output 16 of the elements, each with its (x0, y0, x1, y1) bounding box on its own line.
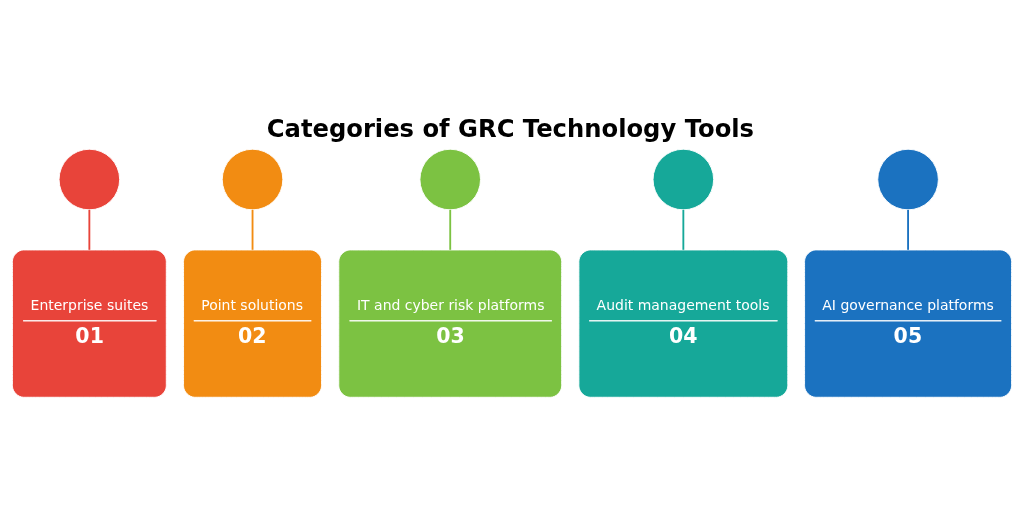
node-circle (652, 148, 715, 211)
node-circle (419, 148, 481, 211)
node-box: Audit management tools 04 (578, 249, 789, 398)
node-box: AI governance platforms 05 (804, 249, 1013, 398)
node-circle (58, 148, 121, 211)
diagram-title: Categories of GRC Technology Tools (266, 113, 755, 143)
node-circle (877, 148, 939, 211)
connector (682, 209, 685, 251)
connector (449, 209, 452, 251)
node-box: IT and cyber risk platforms 03 (338, 249, 563, 398)
node-circle (221, 148, 284, 211)
node-box: Enterprise suites 01 (11, 249, 167, 398)
connector (88, 209, 91, 251)
node-box: Point solutions 02 (183, 249, 322, 398)
connector (907, 209, 909, 251)
connector (251, 209, 254, 251)
